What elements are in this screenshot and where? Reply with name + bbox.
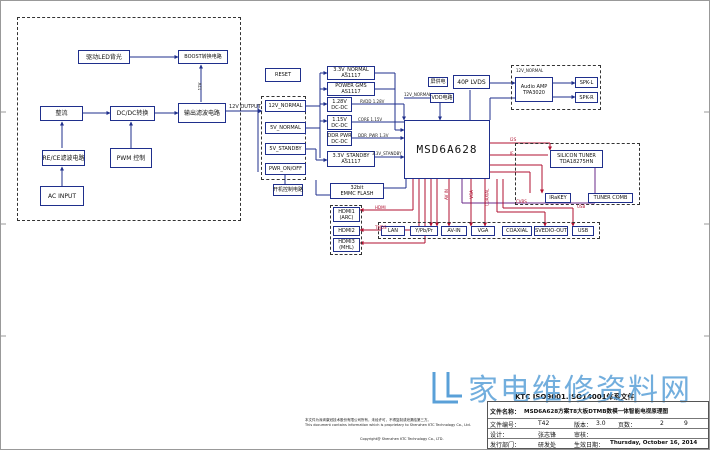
tb-divider-3 <box>488 438 708 439</box>
hdmi1-block: HDMI1 (ARC) <box>333 207 360 222</box>
file-no-label: 文件编号： <box>490 422 521 429</box>
main-chip-msd6a628: MSD6A628 <box>404 120 490 179</box>
ktc-document-title: KTC ISO9001.ISO14001体系文件 <box>515 393 635 401</box>
regulator-as1117-12-rail: POWER GMS <box>335 83 367 89</box>
watermark-logo-icon <box>432 372 462 404</box>
led-backlight-block: 驱动LED背光 <box>78 50 130 64</box>
reset-block: RESET <box>265 68 301 82</box>
silicon-tuner-block: SILICON TUNER TDA18275HN <box>550 150 603 168</box>
hdmi3-block: HDMI3 (MHL) <box>333 238 360 252</box>
tuner-comb-block: TUNER COMB <box>588 193 633 203</box>
effective-date-value: Thursday, October 16, 2014 <box>610 440 698 446</box>
footer-note-3: Copyright@ Shenzhen KTC Technology Co., … <box>360 437 444 441</box>
usb-block: USB <box>572 226 594 236</box>
output-filter-block: 输出滤波电路 <box>178 103 226 123</box>
rail-pwr-on-off: PWR_ON/OFF <box>265 163 306 175</box>
dcdc-128-block: 1.28V DC-DC <box>327 97 352 112</box>
effective-date-label: 生效日期： <box>574 442 605 449</box>
sig-rvdd-label: RVDD 1.28V <box>360 99 385 104</box>
regulator-as1117-33-rail: 3.3V_NORMAL <box>333 67 369 73</box>
spk-l-block: SPK-L <box>575 77 598 88</box>
dcdc-115-block: 1.15V DC-DC <box>327 115 352 130</box>
title-block: 文件名称： MSD6A628方案T8大板DTMB数模一体智能电视原理图 文件编号… <box>487 401 709 449</box>
sig-if-label: IF <box>510 151 514 156</box>
sig-avin-label: AV IN <box>443 189 449 200</box>
sig-usb-label: USB <box>577 204 586 209</box>
sig-hdmi-label: HDMI <box>375 205 386 210</box>
rails-region <box>261 96 306 180</box>
dept-value: 研发处 <box>538 442 557 449</box>
reviewer-label: 审核： <box>574 432 593 439</box>
regulator-as1117-12: POWER GMS AS1117 <box>327 82 375 96</box>
file-no-value: T42 <box>538 420 550 427</box>
v12-output-label: 12V OUTPUT <box>229 104 261 110</box>
audio-region <box>511 65 601 110</box>
hdmi2-block: HDMI2 <box>333 226 360 236</box>
sig-tmds-label: TMDS <box>375 225 387 230</box>
file-name-label: 文件名称： <box>490 409 521 416</box>
spk-r-block: SPK-R <box>575 92 598 103</box>
power-control-block: 开机控制电路 <box>273 184 303 196</box>
tb-divider-1 <box>488 418 708 419</box>
power-supply-region <box>17 17 241 221</box>
file-name-value: MSD6A628方案T8大板DTMB数模一体智能电视原理图 <box>524 409 669 415</box>
tb-divider-2 <box>488 428 708 429</box>
rail-12v-normal: 12V_NORMAL <box>265 100 306 112</box>
footer-note-1: 本文件为深圳康冠技术股份有限公司所有，未经许可，不得复制或泄漏给第三方。 <box>305 418 431 422</box>
vdd-circuit-block: VDD电路 <box>430 93 454 103</box>
sig-ddr-label: DDR_PWR 1.3V <box>358 133 389 138</box>
footer-note-2: This document contains information which… <box>305 423 471 427</box>
pwm-block: PWM 控制 <box>110 148 152 168</box>
vga-block: VGA <box>471 226 495 236</box>
regulator-as1117-33: 3.3V_NORMAL AS1117 <box>327 66 375 80</box>
coaxial-block: COAXIAL <box>502 226 532 236</box>
sig-core-label: CORE 1.15V <box>358 117 383 122</box>
sig-i2s-label: I2S <box>510 137 517 142</box>
v12-label: 12V <box>197 82 203 91</box>
standby-33-block: 3.3V_STANDBY AS1117 <box>327 151 375 167</box>
irkey-block: IRaKEY <box>545 193 571 203</box>
watermark-text: 家电维修资料网 <box>468 373 692 408</box>
page-label: 页数： <box>618 422 637 429</box>
audio-amp-block: Audio AMP TPA3020 <box>515 77 553 102</box>
ddr-pwr-block: DDR PWR DC-DC <box>327 131 352 146</box>
design-label: 设计： <box>490 432 509 439</box>
svideo-out-block: SVEDIO-OUT <box>534 226 568 236</box>
page-value: 2 <box>660 420 664 427</box>
boost-block: BOOST转换电路 <box>178 50 228 64</box>
version-value: 3.0 <box>596 420 606 427</box>
lvds-connector-block: 40P LVDS <box>453 75 490 89</box>
lvds-power-block: 屏供电 <box>428 77 448 87</box>
emmc-block: 32bit EMMC FLASH <box>330 183 384 199</box>
hdmi-region <box>330 205 362 255</box>
page-of-value: 9 <box>684 420 688 427</box>
v12-normal-chip-label: 12V_NORMAL <box>404 92 432 97</box>
ypbpr-block: Y/Pb/Pr <box>410 226 438 236</box>
rectifier-block: 整流 <box>40 106 83 121</box>
sig-coaxial-label: COAXIAL <box>484 188 490 207</box>
lan-block: LAN <box>381 226 405 236</box>
av-in-block: AV-IN <box>441 226 467 236</box>
tuner-region <box>515 143 640 205</box>
rail-5v-standby: 5V_STANDBY <box>265 143 306 155</box>
audio-12v-label: 12V_NORMAL <box>516 68 544 73</box>
version-label: 版本： <box>574 422 593 429</box>
sig-vga-label: VGA <box>468 190 474 199</box>
ac-input-block: AC INPUT <box>40 186 84 206</box>
inputs-region <box>378 222 600 239</box>
regulator-as1117-12-part: AS1117 <box>341 89 361 95</box>
designer-value: 张志锋 <box>538 432 557 439</box>
emi-filter-block: RE/CE滤波电路 <box>42 150 85 166</box>
sig-v33-standby-label: 3.3V_STANDBY <box>372 151 402 156</box>
rail-5v-normal: 5V_NORMAL <box>265 122 306 134</box>
dcdc-block: DC/DC转换 <box>110 106 155 121</box>
sig-cvbs-label: CVBS <box>516 199 527 204</box>
issue-dept-label: 发行部门： <box>490 442 521 449</box>
regulator-as1117-33-part: AS1117 <box>341 73 361 79</box>
